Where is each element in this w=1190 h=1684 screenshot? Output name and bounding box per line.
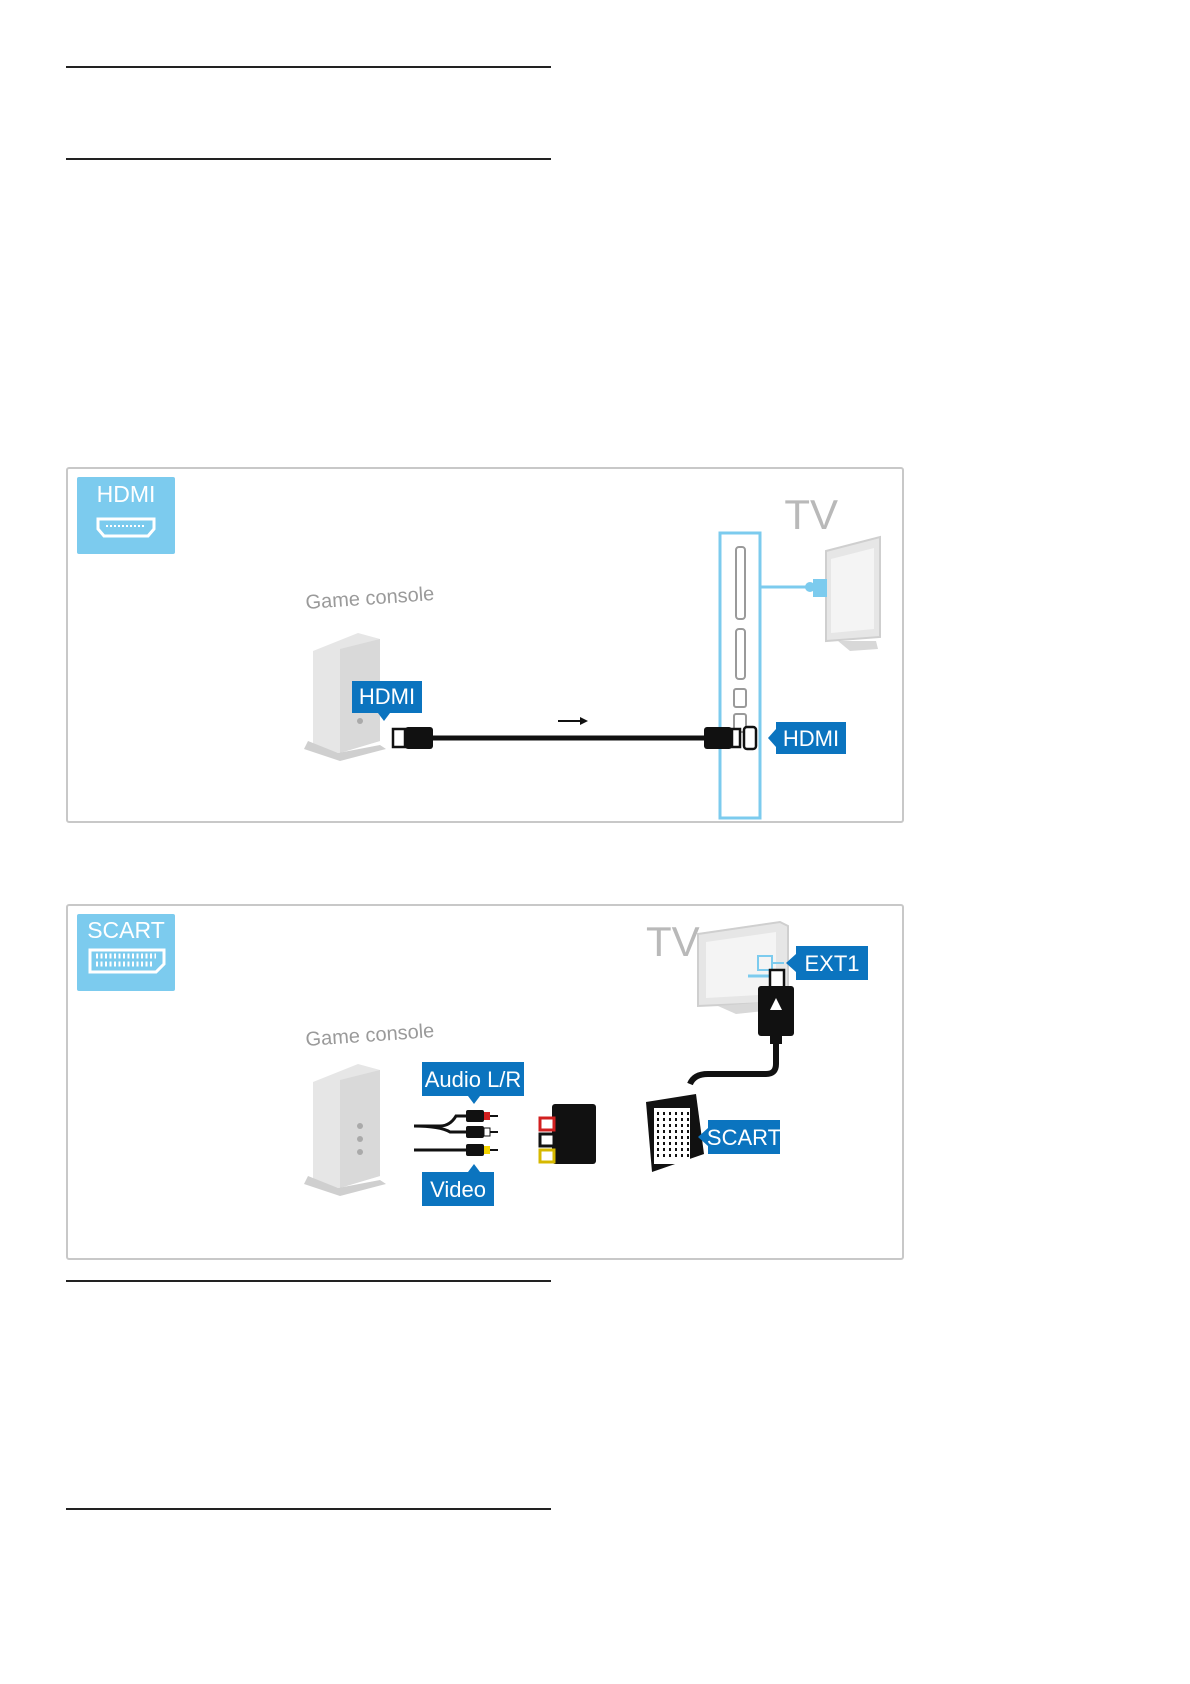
audio-lr-tag-label: Audio L/R	[425, 1067, 522, 1092]
game-console-label: Game console	[305, 583, 435, 614]
ext1-tag: EXT1	[786, 946, 868, 980]
divider-rule-1	[66, 66, 551, 68]
rca-cables	[413, 1110, 498, 1156]
rca-scart-adapter	[538, 1104, 596, 1164]
tv-icon	[813, 535, 881, 651]
hdmi-diagram-canvas: HDMI TV Game console	[77, 477, 881, 820]
tv-label: TV	[784, 491, 838, 538]
video-tag: Video	[422, 1164, 494, 1206]
game-console-icon	[304, 1064, 386, 1196]
tv-hdmi-tag-label: HDMI	[783, 726, 839, 751]
scart-connector-icon	[88, 948, 166, 974]
scart-tag: SCART	[698, 1120, 781, 1154]
scart-badge-label: SCART	[87, 917, 165, 943]
hdmi-cable	[391, 727, 742, 749]
scart-connector	[646, 1094, 704, 1172]
scart-diagram-canvas: SCART TV EXT1	[77, 914, 868, 1206]
device-hdmi-tag: HDMI	[352, 681, 422, 721]
tv-hdmi-port	[742, 725, 758, 751]
tv-label: TV	[646, 918, 700, 965]
scart-connection-diagram: SCART TV EXT1	[66, 904, 904, 1260]
video-tag-label: Video	[430, 1177, 486, 1202]
audio-lr-tag: Audio L/R	[422, 1062, 524, 1104]
divider-rule-3	[66, 1280, 551, 1282]
signal-direction-arrow	[558, 717, 588, 725]
hdmi-badge-label: HDMI	[97, 481, 156, 507]
divider-rule-2	[66, 158, 551, 160]
tv-hdmi-tag: HDMI	[768, 722, 846, 754]
scart-tag-label: SCART	[707, 1125, 781, 1150]
scart-cable	[687, 968, 794, 1086]
tv-side-panel	[718, 531, 815, 820]
scart-badge: SCART	[77, 914, 175, 991]
hdmi-connection-diagram: HDMI TV Game console	[66, 467, 904, 823]
hdmi-connector-icon	[96, 517, 156, 538]
hdmi-badge: HDMI	[77, 477, 175, 554]
ext1-tag-label: EXT1	[804, 951, 859, 976]
game-console-label: Game console	[305, 1020, 435, 1051]
device-hdmi-tag-label: HDMI	[359, 684, 415, 709]
divider-rule-4	[66, 1508, 551, 1510]
